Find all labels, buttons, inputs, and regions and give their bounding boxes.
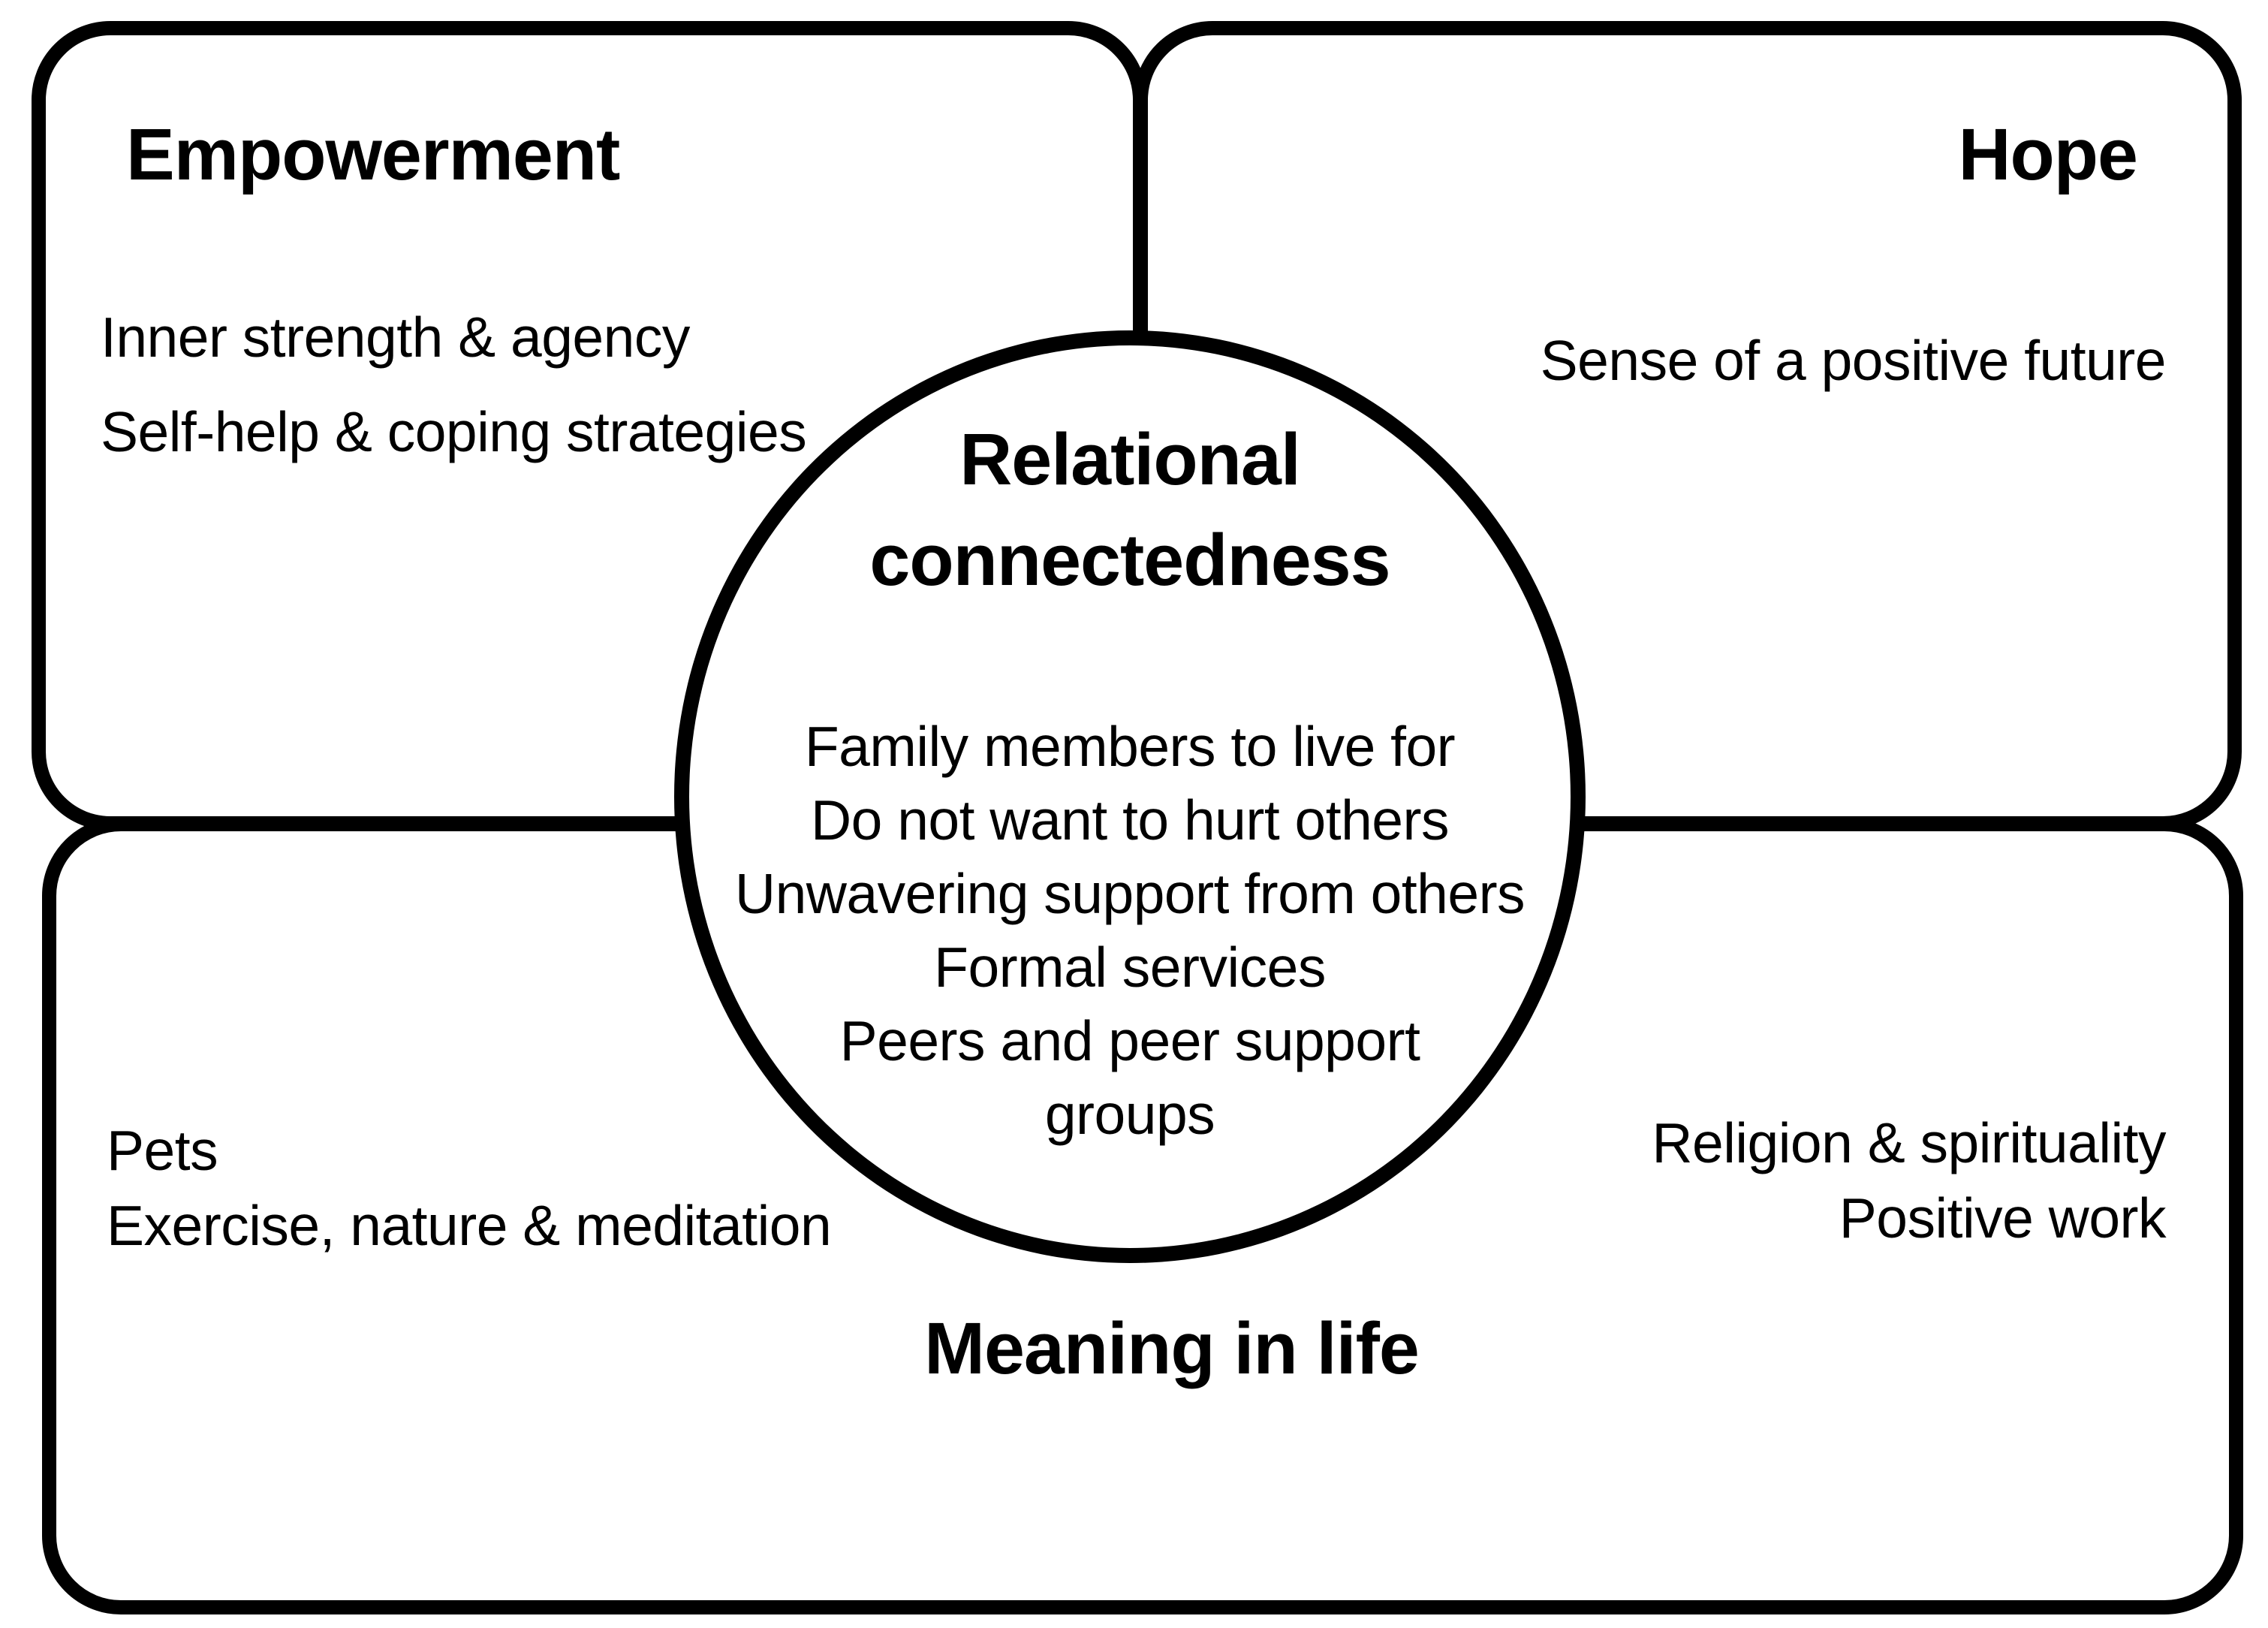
empowerment-title: Empowerment bbox=[126, 113, 620, 195]
meaning-items-right: Religion & spirituality Positive work bbox=[1652, 1105, 2166, 1256]
meaning-item: Positive work bbox=[1839, 1186, 2167, 1250]
empowerment-item: Self-help & coping strategies bbox=[101, 400, 807, 463]
meaning-item: Exercise, nature & meditation bbox=[107, 1194, 832, 1257]
circle-item: Formal services bbox=[934, 936, 1326, 999]
meaning-items-left: Pets Exercise, nature & meditation bbox=[107, 1113, 832, 1263]
hope-item: Sense of a positive future bbox=[1540, 329, 2167, 392]
circle-item: Family members to live for bbox=[804, 715, 1456, 778]
meaning-item: Religion & spirituality bbox=[1652, 1111, 2166, 1174]
relational-connectedness-title: Relational connectedness bbox=[869, 418, 1390, 601]
circle-item: Peers and peer support groups bbox=[839, 1009, 1420, 1146]
meaning-in-life-title: Meaning in life bbox=[924, 1307, 1420, 1389]
hope-title: Hope bbox=[1958, 113, 2138, 195]
empowerment-item: Inner strength & agency bbox=[101, 306, 690, 369]
circle-item: Unwavering support from others bbox=[734, 862, 1526, 925]
relational-connectedness-items: Family members to live for Do not want t… bbox=[674, 710, 1586, 1151]
circle-item: Do not want to hurt others bbox=[811, 788, 1449, 852]
meaning-item: Pets bbox=[107, 1119, 218, 1182]
